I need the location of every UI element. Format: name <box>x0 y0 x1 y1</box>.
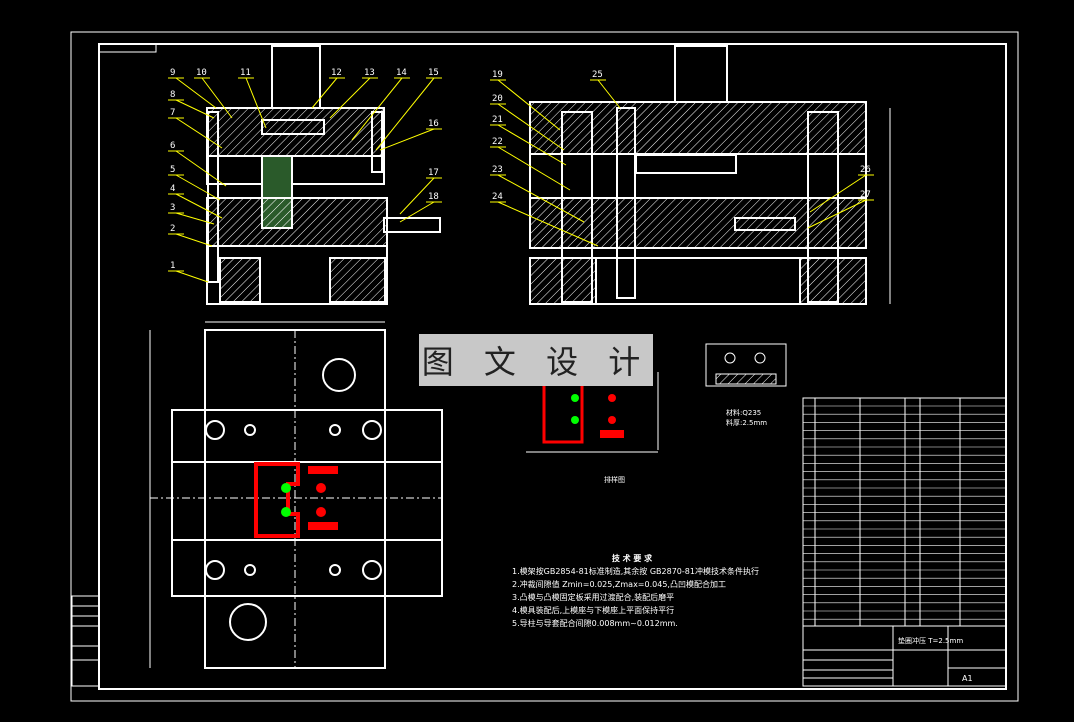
callout-leader <box>379 128 435 151</box>
callout-leader <box>597 79 621 109</box>
callout-leader <box>329 77 371 119</box>
margin-stamp <box>71 595 100 687</box>
part-callout-10: 10 <box>196 68 207 78</box>
part-callout-15: 15 <box>428 68 439 78</box>
bom-table <box>802 397 1007 627</box>
callout-leader <box>497 124 567 166</box>
part-callout-5: 5 <box>170 165 175 175</box>
detail-section <box>705 343 787 387</box>
part-callout-9: 9 <box>170 68 175 78</box>
part-callout-17: 17 <box>428 168 439 178</box>
callout-leader <box>497 146 571 191</box>
tech-line: 3.凸模与凸模固定板采用过渡配合,装配后磨平 <box>512 593 675 602</box>
callout-leader <box>245 77 267 129</box>
front-section-view <box>206 45 441 305</box>
strip-label: 排样图 <box>604 476 625 484</box>
part-callout-1: 1 <box>170 261 175 271</box>
callout-leader <box>175 193 223 219</box>
part-callout-18: 18 <box>428 192 439 202</box>
callout-leader <box>175 233 213 247</box>
callout-leader <box>375 77 435 151</box>
callout-leader <box>807 199 867 229</box>
tech-line: 5.导柱与导套配合间隙0.008mm~0.012mm. <box>512 619 678 628</box>
part-callout-21: 21 <box>492 115 503 125</box>
title-scale: A1 <box>962 674 973 683</box>
callout-leader <box>351 77 403 141</box>
part-callout-7: 7 <box>170 108 175 118</box>
callout-leader <box>497 103 565 151</box>
part-callout-8: 8 <box>170 90 175 100</box>
callout-leader <box>175 212 215 225</box>
part-callout-3: 3 <box>170 203 175 213</box>
part-callout-11: 11 <box>240 68 251 78</box>
callout-leader <box>497 79 561 131</box>
note-line: 料厚:2.5mm <box>726 419 768 427</box>
callout-leader <box>175 150 227 187</box>
tech-title: 技 术 要 求 <box>611 554 653 563</box>
callout-leader <box>399 177 435 215</box>
callout-leader <box>809 174 867 213</box>
callout-leader <box>175 77 217 109</box>
part-callout-16: 16 <box>428 119 439 129</box>
part-callout-19: 19 <box>492 70 503 80</box>
callout-leader <box>311 77 338 109</box>
side-section-view <box>529 45 891 305</box>
callout-leader <box>497 174 585 223</box>
part-callout-22: 22 <box>492 137 503 147</box>
part-callout-14: 14 <box>396 68 407 78</box>
part-callout-6: 6 <box>170 141 175 151</box>
tech-line: 2.冲裁间隙值 Zmin=0.025,Zmax=0.045,凸凹模配合加工 <box>512 580 726 589</box>
callout-leader <box>201 77 233 119</box>
part-callout-25: 25 <box>592 70 603 80</box>
part-callout-23: 23 <box>492 165 503 175</box>
watermark: 图 文 设 计 <box>419 334 653 386</box>
part-callout-20: 20 <box>492 94 503 104</box>
part-callout-13: 13 <box>364 68 375 78</box>
part-callout-4: 4 <box>170 184 175 194</box>
tech-line: 1.模架按GB2854-81标准制造,其余按 GB2870-81冲模技术条件执行 <box>512 567 759 576</box>
outer-border <box>70 31 1019 702</box>
part-callout-27: 27 <box>860 190 871 200</box>
title-block <box>802 625 1007 687</box>
strip-detail <box>526 372 659 453</box>
corner-tag <box>98 43 157 53</box>
callout-leader <box>175 174 221 201</box>
callout-leader <box>175 117 223 149</box>
tech-line: 4.模具装配后,上模座与下模座上平面保持平行 <box>512 606 675 615</box>
callout-leader <box>497 201 599 247</box>
plan-view <box>149 321 443 669</box>
title-part-name: 垫圈冲压 T=2.5mm <box>898 637 964 645</box>
part-callout-26: 26 <box>860 165 871 175</box>
inner-border <box>98 43 1007 690</box>
callout-leader <box>175 270 209 283</box>
part-callout-24: 24 <box>492 192 503 202</box>
part-callout-2: 2 <box>170 224 175 234</box>
tech-requirements: 技 术 要 求 1.模架按GB2854-81标准制造,其余按 GB2870-81… <box>512 552 792 630</box>
callout-leader <box>175 99 215 119</box>
section-note: 材料:Q235 料厚:2.5mm <box>726 408 767 428</box>
note-line: 材料:Q235 <box>726 409 762 417</box>
part-callout-12: 12 <box>331 68 342 78</box>
callout-leader <box>399 201 435 223</box>
